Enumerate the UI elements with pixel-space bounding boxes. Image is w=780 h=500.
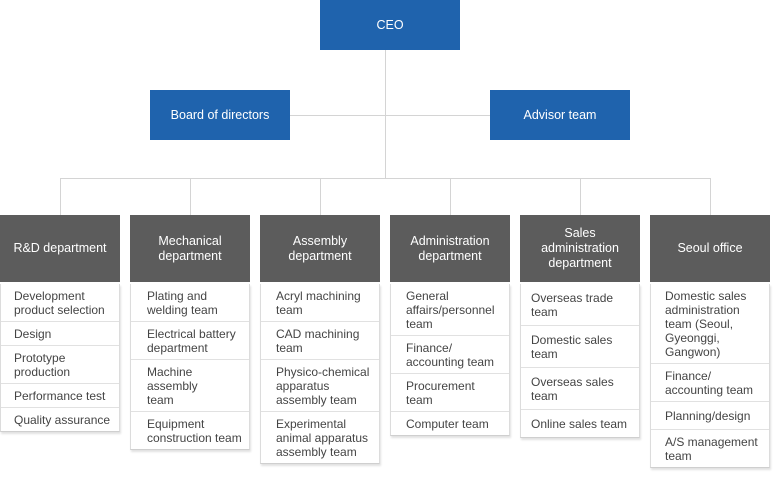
ceo-vertical-connector [385,50,386,178]
department-box-sales-administration: Sales administration department [520,215,640,282]
team-list-mechanical: Plating and welding team Electrical batt… [130,284,250,450]
team-item: Machine assembly team [131,359,249,411]
staff-horizontal-connector [290,115,490,116]
team-item: Physico-chemical apparatus assembly team [261,359,379,411]
board-label: Board of directors [170,108,270,122]
team-item: Equipment construction team [131,411,249,449]
team-item: Performance test [1,383,119,407]
team-item: Electrical battery department [131,321,249,359]
team-item: Online sales team [521,409,639,437]
team-item: Domestic sales administration team (Seou… [665,289,747,359]
team-item: Experimental animal apparatus assembly t… [261,411,379,463]
team-list-rnd: Development product selection Design Pro… [0,284,120,432]
team-item: Computer team [391,411,509,435]
department-name: Administration department [410,233,490,263]
team-item: Finance/ accounting team [651,363,769,401]
team-list-administration: General affairs/personnel team Finance/ … [390,284,510,436]
team-item: Acryl machining team [276,289,361,317]
team-item: Prototype production [1,345,119,383]
department-name: Mechanical department [158,233,222,263]
department-box-rnd: R&D department [0,215,120,282]
department-name: Sales administration department [541,226,619,270]
department-box-assembly: Assembly department [260,215,380,282]
advisor-label: Advisor team [523,108,597,122]
department-box-mechanical: Mechanical department [130,215,250,282]
advisor-team-box: Advisor team [490,90,630,140]
dept-drop-line-6 [710,178,711,215]
team-list-assembly: Acryl machining team CAD machining team … [260,284,380,464]
team-item: Procurement team [391,373,509,411]
dept-drop-line-4 [450,178,451,215]
team-item: Overseas trade team [531,291,614,319]
team-item: Development product selection [14,289,105,317]
team-item: Finance/ accounting team [391,335,509,373]
team-item: Domestic sales team [521,325,639,367]
team-item: General affairs/personnel team [406,289,495,331]
team-list-seoul-office: Domestic sales administration team (Seou… [650,284,770,468]
team-list-sales-administration: Overseas trade team Domestic sales team … [520,284,640,438]
team-item: Planning/design [651,401,769,429]
team-item: A/S management team [651,429,769,467]
dept-drop-line-3 [320,178,321,215]
team-item: Design [1,321,119,345]
department-name: Seoul office [677,241,743,255]
board-of-directors-box: Board of directors [150,90,290,140]
department-name: R&D department [13,241,107,255]
department-box-seoul-office: Seoul office [650,215,770,282]
ceo-box: CEO [320,0,460,50]
team-item: Plating and welding team [147,289,218,317]
team-item: CAD machining team [261,321,379,359]
department-horizontal-connector [60,178,710,179]
dept-drop-line-2 [190,178,191,215]
dept-drop-line-5 [580,178,581,215]
team-item: Overseas sales team [521,367,639,409]
dept-drop-line-1 [60,178,61,215]
team-item: Quality assurance [1,407,119,431]
department-box-administration: Administration department [390,215,510,282]
department-name: Assembly department [288,233,352,263]
ceo-label: CEO [376,18,404,32]
